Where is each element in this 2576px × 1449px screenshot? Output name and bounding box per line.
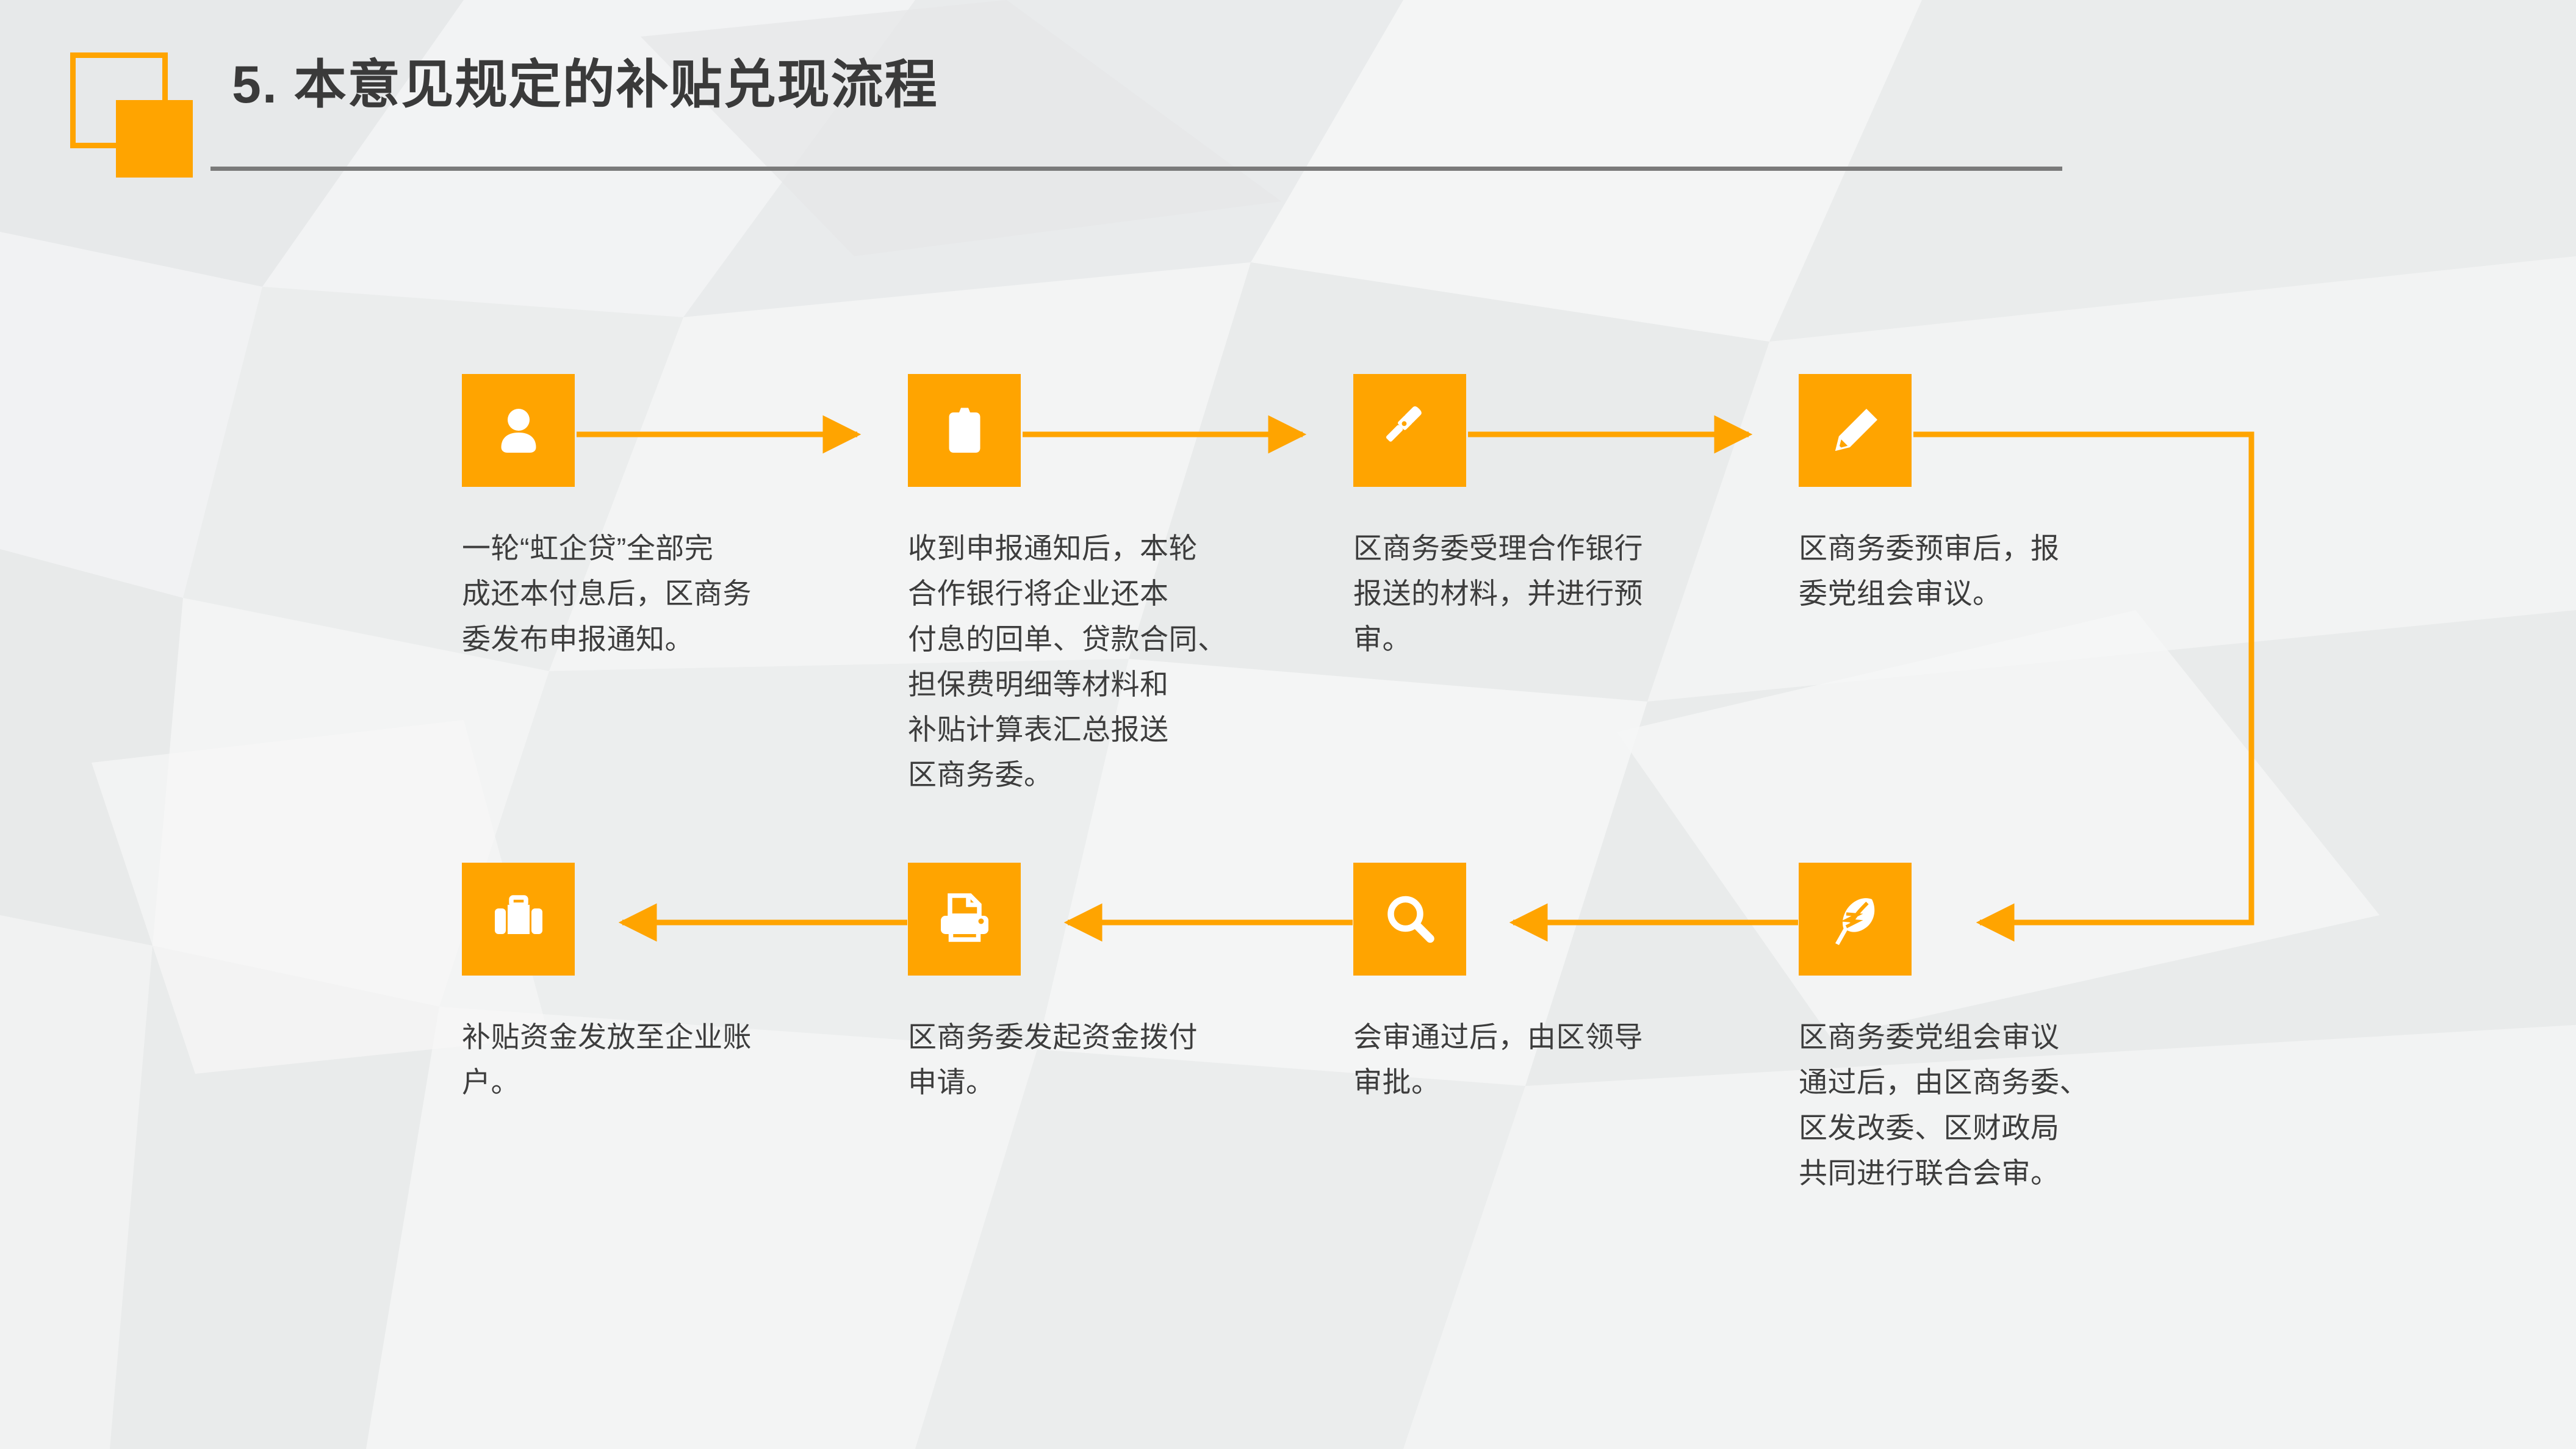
title-divider-rule — [210, 167, 2062, 171]
clipboard-icon — [949, 408, 980, 453]
flow-step-4[interactable]: 区商务委预审后，报 委党组会审议。 — [1799, 374, 2226, 617]
printer-icon — [940, 893, 988, 942]
flow-step-6-text: 区商务委发起资金拨付 申请。 — [908, 1021, 1198, 1099]
flow-step-8-icon-box[interactable] — [1799, 863, 1912, 976]
page-title: 5. 本意见规定的补贴兑现流程 — [232, 56, 938, 114]
magnifier-icon — [1387, 896, 1434, 943]
flow-step-4-icon-box[interactable] — [1799, 374, 1912, 487]
flow-step-7[interactable]: 会审通过后，由区领导 审批。 — [1353, 863, 1780, 1106]
flow-step-2-text: 收到申报通知后，本轮 合作银行将企业还本 付息的回单、贷款合同、 担保费明细等材… — [908, 532, 1227, 791]
briefcase-icon — [494, 894, 542, 934]
person-icon — [501, 408, 536, 453]
decor-filled-square — [116, 100, 193, 178]
flow-step-1[interactable]: 一轮“虹企贷”全部完 成还本付息后，区商务 委发布申报通知。 — [462, 374, 889, 662]
feather-icon — [1835, 897, 1874, 945]
flow-step-1-icon-box[interactable] — [462, 374, 575, 487]
flow-step-3-text: 区商务委受理合作银行 报送的材料，并进行预 审。 — [1353, 532, 1643, 655]
pencil-icon — [1835, 408, 1877, 451]
flow-step-6-icon-box[interactable] — [908, 863, 1021, 976]
flow-step-8-text: 区商务委党组会审议 通过后，由区商务委、 区发改委、区财政局 共同进行联合会审。 — [1799, 1021, 2089, 1189]
flow-step-5[interactable]: 补贴资金发放至企业账 户。 — [462, 863, 889, 1106]
flow-step-5-text: 补贴资金发放至企业账 户。 — [462, 1021, 752, 1099]
flow-step-3[interactable]: 区商务委受理合作银行 报送的材料，并进行预 审。 — [1353, 374, 1780, 662]
flow-step-4-text: 区商务委预审后，报 委党组会审议。 — [1799, 532, 2060, 610]
flow-step-1-text: 一轮“虹企贷”全部完 成还本付息后，区商务 委发布申报通知。 — [462, 532, 752, 655]
flow-step-3-icon-box[interactable] — [1353, 374, 1466, 487]
flow-step-8[interactable]: 区商务委党组会审议 通过后，由区商务委、 区发改委、区财政局 共同进行联合会审。 — [1799, 863, 2226, 1196]
flow-step-5-icon-box[interactable] — [462, 863, 575, 976]
flow-step-7-icon-box[interactable] — [1353, 863, 1466, 976]
flow-step-2[interactable]: 收到申报通知后，本轮 合作银行将企业还本 付息的回单、贷款合同、 担保费明细等材… — [908, 374, 1335, 798]
flow-step-7-text: 会审通过后，由区领导 审批。 — [1353, 1021, 1643, 1099]
flow-step-6[interactable]: 区商务委发起资金拨付 申请。 — [908, 863, 1335, 1106]
flow-step-2-icon-box[interactable] — [908, 374, 1021, 487]
flashlight-icon — [1386, 406, 1422, 442]
slide-header: 5. 本意见规定的补贴兑现流程 — [0, 0, 2576, 183]
